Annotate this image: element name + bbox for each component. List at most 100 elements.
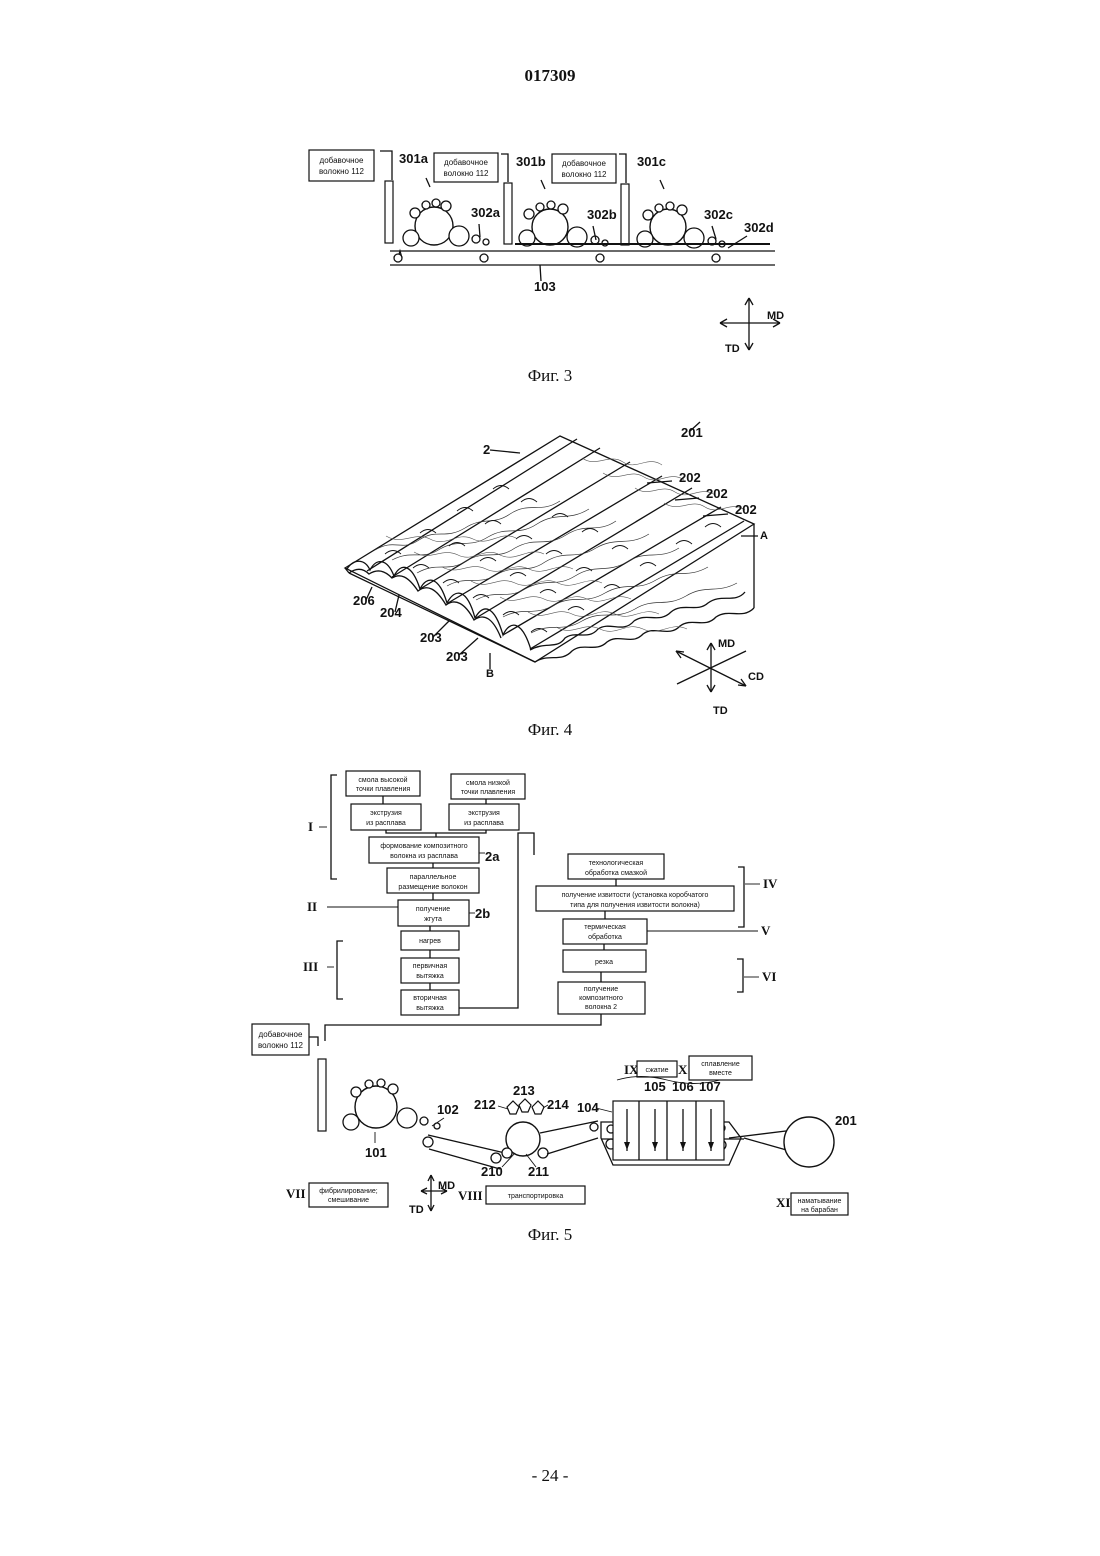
figure-3-additive-fiber-box-3: добавочное волокно 112 <box>552 154 616 183</box>
fig5-vii-label: VII фибрилирование; смешивание <box>286 1183 388 1207</box>
fig4-cd-label: CD <box>748 671 764 683</box>
fig5-xi-label: XI наматывание на барабан <box>776 1193 848 1215</box>
fig3-direction-axes: MD TD <box>720 298 784 355</box>
svg-text:X: X <box>678 1062 688 1077</box>
fig5-label-210: 210 <box>481 1164 503 1179</box>
svg-text:из расплава: из расплава <box>464 820 504 827</box>
svg-text:смола низкой: смола низкой <box>466 779 510 787</box>
svg-text:транспортировка: транспортировка <box>508 1193 564 1200</box>
fig5-label-212: 212 <box>474 1097 496 1112</box>
svg-text:I: I <box>308 819 313 834</box>
fig3-feeder-2 <box>504 183 512 244</box>
svg-text:V: V <box>761 923 771 938</box>
fig3-box-3-line-1: добавочное <box>562 159 606 168</box>
svg-text:волокно 112: волокно 112 <box>258 1041 304 1050</box>
svg-text:II: II <box>307 899 317 914</box>
fig3-conveyor-roller-3 <box>596 254 604 262</box>
fig5-brace-i: I <box>308 775 337 879</box>
fig3-conveyor-roller-2 <box>480 254 488 262</box>
fig5-compression-marker: IX сжатие <box>624 1061 677 1077</box>
svg-text:сжатие: сжатие <box>645 1067 668 1074</box>
fig5-resin-high-box: смола высокой точки плавления <box>346 771 420 796</box>
fig5-feed-line <box>325 1014 601 1041</box>
fig3-feeder-1 <box>385 181 393 243</box>
svg-text:вытяжка: вытяжка <box>416 1005 444 1012</box>
fig5-brace-iii: III <box>303 941 343 999</box>
fig4-label-201: 201 <box>681 425 703 440</box>
svg-text:типа для получения извитости в: типа для получения извитости волокна) <box>570 902 700 909</box>
fig5-direction-axes: MD TD <box>409 1175 455 1216</box>
svg-text:VII: VII <box>286 1186 306 1201</box>
svg-text:параллельное: параллельное <box>410 874 457 881</box>
fig3-label-301a: 301a <box>399 151 429 166</box>
fig5-additive-feed <box>309 1037 318 1046</box>
fig4-label-204: 204 <box>380 605 402 620</box>
svg-text:наматывание: наматывание <box>798 1198 842 1205</box>
fig5-label-105: 105 <box>644 1079 666 1094</box>
figure-5: смола высокой точки плавления смола низк… <box>0 755 1100 1225</box>
fig5-label-201: 201 <box>835 1113 857 1128</box>
svg-text:волокна из расплава: волокна из расплава <box>390 853 458 860</box>
fig5-heating-box: нагрев <box>401 931 459 950</box>
fig3-feeder-3 <box>621 184 629 245</box>
fig3-box-1-line-2: волокно 112 <box>319 167 365 176</box>
fig5-resin-low-box: смола низкой точки плавления <box>451 774 525 799</box>
fig5-additive-box: добавочное волокно 112 <box>252 1024 309 1055</box>
fig3-conveyor-roller-4 <box>712 254 720 262</box>
svg-text:вместе: вместе <box>709 1070 732 1077</box>
figure-4-caption: Фиг. 4 <box>0 720 1100 740</box>
fig4-label-202-2: 202 <box>706 486 728 501</box>
fig5-composite-box: получение композитного волокна 2 <box>558 982 645 1014</box>
svg-text:волокна 2: волокна 2 <box>585 1004 617 1011</box>
svg-text:TD: TD <box>409 1204 424 1216</box>
svg-text:технологическая: технологическая <box>589 860 644 867</box>
fig4-label-202-3: 202 <box>735 502 757 517</box>
fig5-brace-iv: IV <box>738 867 778 927</box>
svg-text:экструзия: экструзия <box>468 810 500 817</box>
fig5-brace-v: V <box>647 923 771 938</box>
svg-text:размещение волокон: размещение волокон <box>398 884 467 891</box>
fig5-label-106: 106 <box>672 1079 694 1094</box>
figure-3: добавочное волокно 112 добавочное волокн… <box>0 0 1100 350</box>
svg-text:обработка: обработка <box>588 933 622 941</box>
fig5-label-214: 214 <box>547 1097 569 1112</box>
fig5-label-2a: 2a <box>485 849 500 864</box>
fig4-leader-202-2 <box>675 498 699 500</box>
svg-text:VI: VI <box>762 969 776 984</box>
fig3-box-2-line-1: добавочное <box>444 158 488 167</box>
fig4-leader-2 <box>490 450 520 453</box>
fig4-fusion-slots <box>385 486 721 633</box>
fig3-leader-302a <box>479 224 480 237</box>
fig4-label-b: B <box>486 668 494 680</box>
svg-text:вторичная: вторичная <box>413 995 447 1002</box>
fig3-label-301b: 301b <box>516 154 546 169</box>
fig5-melt-forming-box: формование композитного волокна из распл… <box>369 837 479 863</box>
svg-text:VIII: VIII <box>458 1188 483 1203</box>
figure-3-additive-fiber-box-1: добавочное волокно 112 <box>309 150 374 181</box>
fig5-label-102: 102 <box>437 1102 459 1117</box>
svg-text:смешивание: смешивание <box>328 1197 369 1204</box>
svg-text:композитного: композитного <box>579 995 623 1002</box>
fig4-leader-203-2 <box>459 638 478 655</box>
fig3-feed-line-2 <box>501 154 508 182</box>
fig5-sprayers: 213 212 214 <box>474 1083 569 1114</box>
fig5-winding-drum <box>784 1117 834 1167</box>
fig5-viii-label: VIII транспортировка <box>458 1186 585 1204</box>
fig5-feeder <box>318 1059 326 1131</box>
figure-3-additive-fiber-box-2: добавочное волокно 112 <box>434 153 498 182</box>
svg-text:точки плавления: точки плавления <box>461 789 516 796</box>
fig5-label-211: 211 <box>528 1164 549 1179</box>
fig3-arrow-301c <box>660 180 664 189</box>
fig5-extrusion-left-box: экструзия из расплава <box>351 804 421 830</box>
svg-text:на барабан: на барабан <box>801 1206 838 1214</box>
svg-text:обработка смазкой: обработка смазкой <box>585 869 647 877</box>
fig5-label-104: 104 <box>577 1100 599 1115</box>
svg-text:экструзия: экструзия <box>370 810 402 817</box>
svg-text:нагрев: нагрев <box>419 938 441 945</box>
fig5-fusing-marker: X сплавление вместе <box>678 1056 752 1080</box>
fig4-label-2: 2 <box>483 442 490 457</box>
fig5-secondary-draw-box: вторичная вытяжка <box>401 990 459 1015</box>
svg-text:формование композитного: формование композитного <box>380 843 467 850</box>
fig3-td-label: TD <box>725 343 740 355</box>
fig5-brace-ii: II <box>307 899 398 914</box>
